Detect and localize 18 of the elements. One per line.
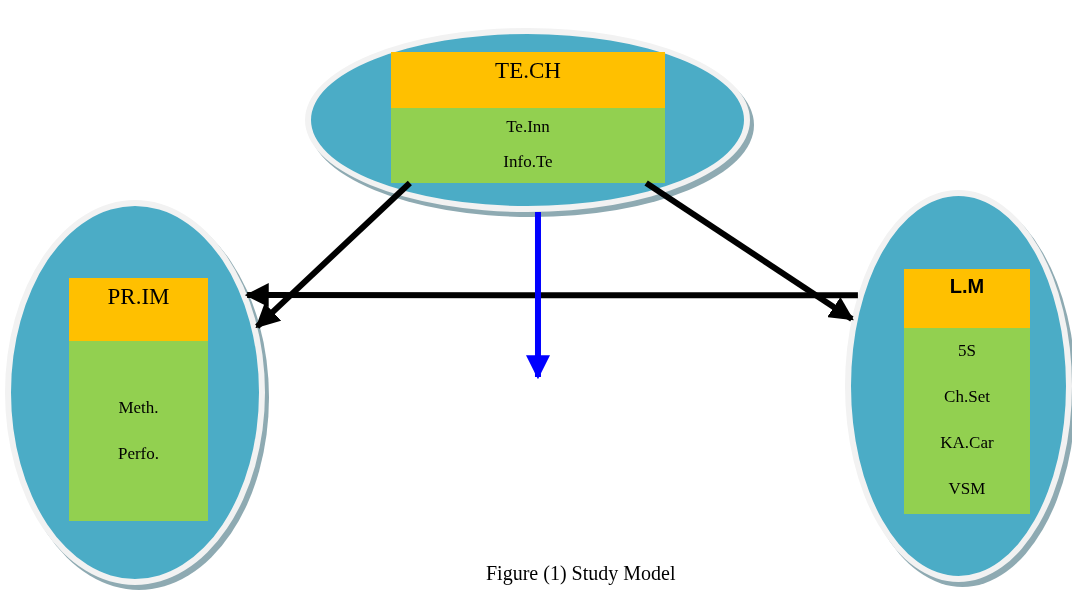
item-text: Info.Te bbox=[503, 151, 553, 172]
item-text: Perfo. bbox=[117, 444, 160, 465]
arrow bbox=[526, 211, 550, 380]
process-box bbox=[904, 269, 1030, 514]
item-text: VSM bbox=[948, 478, 986, 500]
box-heading: PR.IM bbox=[107, 284, 170, 311]
item-text: Meth. bbox=[118, 397, 159, 418]
box-heading: TE.CH bbox=[495, 58, 561, 85]
figure-caption: Figure (1) Study Model bbox=[486, 562, 676, 585]
process-box bbox=[391, 52, 665, 183]
arrow bbox=[255, 180, 412, 329]
box-heading: L.M bbox=[949, 275, 985, 299]
item-text: 5S bbox=[958, 340, 976, 362]
arrow bbox=[244, 283, 858, 308]
process-box bbox=[69, 278, 208, 521]
item-text: Te.Inn bbox=[506, 117, 550, 138]
item-text: KA.Car bbox=[940, 432, 994, 454]
item-text: Ch.Set bbox=[944, 386, 990, 408]
